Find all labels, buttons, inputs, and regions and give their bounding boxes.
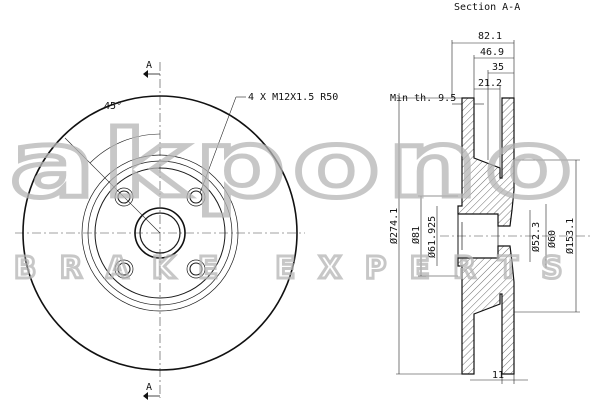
bolt-hole-upper-right bbox=[189, 190, 203, 204]
dimension-82-1: 82.1 bbox=[451, 31, 515, 98]
section-label-top: A bbox=[146, 60, 152, 71]
hub-flange bbox=[94, 167, 226, 299]
min-thickness-label: Min th. 9.5 bbox=[390, 93, 456, 104]
dimension-61-925: Ø61.925 bbox=[426, 206, 438, 266]
dimension-21-2: 21.2 bbox=[474, 78, 502, 168]
front-view: A A 45° 4 X bbox=[15, 60, 338, 400]
dim-label-46-9: 46.9 bbox=[480, 47, 504, 58]
section-profile-lower bbox=[457, 245, 515, 375]
dimension-35: 35 bbox=[487, 62, 514, 160]
center-bore-outer bbox=[134, 207, 186, 259]
dim-label-11: 11 bbox=[492, 370, 504, 381]
section-arrow-bottom: A bbox=[143, 382, 160, 400]
dimension-274-1: Ø274.1 bbox=[388, 97, 462, 375]
dim-label-81: Ø81 bbox=[410, 226, 422, 244]
dim-label-21-2: 21.2 bbox=[478, 78, 502, 89]
dim-label-153-1: Ø153.1 bbox=[564, 218, 576, 254]
angle-reference-line bbox=[64, 137, 161, 234]
angle-arc bbox=[89, 133, 161, 164]
section-view: Section A-A 82.1 46.9 35 bbox=[388, 2, 590, 384]
min-thickness-callout: Min th. 9.5 bbox=[390, 93, 484, 105]
dimension-60: Ø60 bbox=[545, 204, 558, 268]
dim-label-82-1: 82.1 bbox=[478, 31, 502, 42]
bolt-callout-label: 4 X M12X1.5 R50 bbox=[248, 92, 338, 103]
watermark: akpono BRAKE EXPERTS bbox=[8, 109, 586, 288]
watermark-logo: akpono bbox=[10, 111, 580, 218]
dim-label-52-3: Ø52.3 bbox=[530, 222, 542, 252]
dim-label-61-925: Ø61.925 bbox=[426, 216, 438, 258]
dimension-11: 11 bbox=[470, 370, 528, 384]
section-profile-upper bbox=[457, 97, 515, 227]
watermark-subtitle: BRAKE EXPERTS bbox=[14, 251, 586, 286]
dimension-153-1: Ø153.1 bbox=[514, 159, 580, 313]
dim-label-35: 35 bbox=[492, 62, 504, 73]
bolt-holes bbox=[114, 187, 206, 279]
bolt-hole-upper-left bbox=[117, 190, 131, 204]
section-title: Section A-A bbox=[454, 2, 520, 13]
hat-outer-edge bbox=[87, 160, 233, 306]
disc-outer-edge bbox=[22, 95, 298, 371]
dimension-81: Ø81 bbox=[410, 195, 458, 277]
dim-label-274-1: Ø274.1 bbox=[388, 208, 400, 244]
bolt-callout-leader bbox=[199, 96, 237, 194]
friction-ring-inner-edge bbox=[81, 154, 239, 312]
angle-label: 45° bbox=[104, 101, 122, 112]
dimension-52-3: Ø52.3 bbox=[529, 210, 542, 262]
bolt-hole-lower-right bbox=[189, 262, 203, 276]
section-label-bottom: A bbox=[146, 382, 152, 393]
section-arrow-top: A bbox=[143, 60, 160, 78]
center-bore-inner bbox=[139, 212, 181, 254]
bolt-hole-lower-left bbox=[117, 262, 131, 276]
dimension-46-9: 46.9 bbox=[473, 47, 514, 98]
dim-label-60: Ø60 bbox=[546, 230, 558, 248]
